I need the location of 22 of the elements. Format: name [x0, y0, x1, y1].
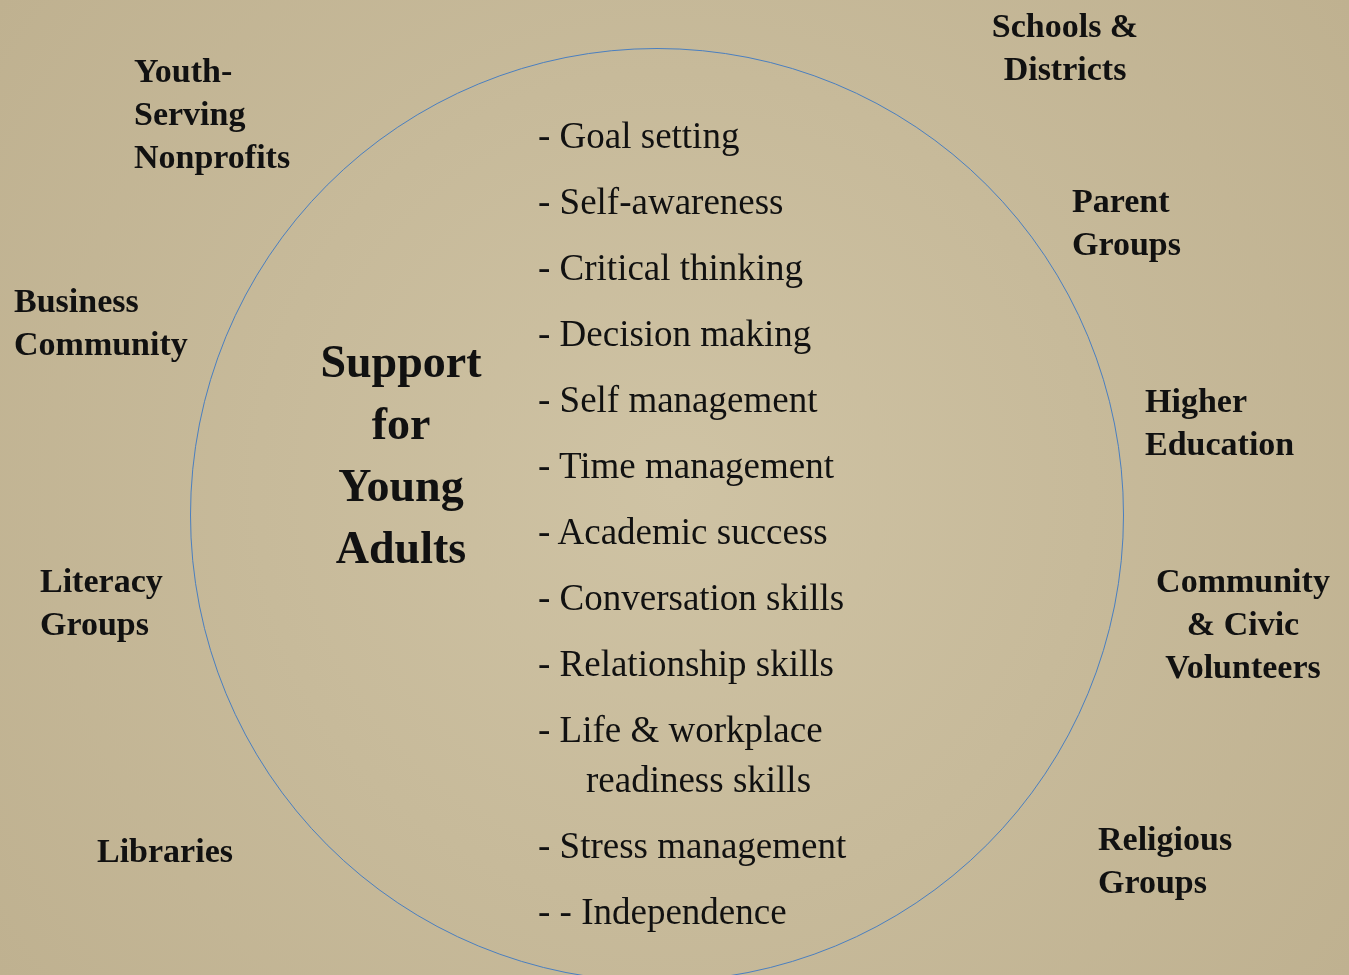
skill-item: - Self-awareness — [538, 180, 785, 224]
skill-item: - Self management — [538, 378, 819, 422]
skill-item: - Critical thinking — [538, 246, 805, 290]
group-label: Schools & Districts — [990, 6, 1140, 89]
group-label: Literacy Groups — [40, 561, 164, 644]
group-label: Parent Groups — [1072, 181, 1182, 264]
group-label: Youth-Serving Nonprofits — [134, 51, 292, 177]
circle-title: Support for Young Adults — [319, 335, 483, 575]
group-label: Religious Groups — [1098, 819, 1234, 902]
skill-item: - Time management — [538, 444, 835, 488]
group-label: Business Community — [14, 281, 189, 364]
skill-item: - - Independence — [538, 890, 788, 934]
group-label: Higher Education — [1145, 381, 1296, 464]
skill-item: - Academic success — [538, 510, 829, 554]
skill-item: - Relationship skills — [538, 642, 835, 686]
skill-item: - Stress management — [538, 824, 848, 868]
group-label: Community & Civic Volunteers — [1155, 561, 1331, 687]
skill-item: - Decision making — [538, 312, 813, 356]
group-label: Libraries — [97, 831, 234, 871]
skill-item: - Conversation skills — [538, 576, 846, 620]
skill-item: - Goal setting — [538, 114, 741, 158]
skill-item: - Life & workplace readiness skills — [538, 708, 824, 802]
